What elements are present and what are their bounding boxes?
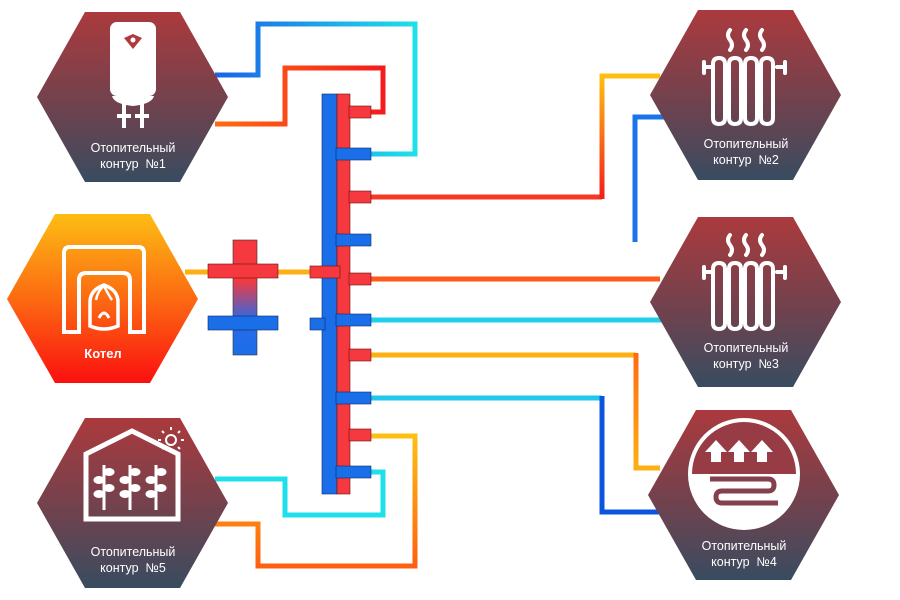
hydraulic-separator [207,239,279,356]
greenhouse-icon [83,428,181,522]
contour5-label-line2: контур №5 [100,561,166,575]
pipe-contour1-return [215,21,418,157]
contour3-label-line2: контур №3 [713,357,779,371]
pipe-contour1-supply [215,65,386,127]
pipe-contour5-return [215,469,386,518]
pipe-contour2-supply-rise [599,73,660,199]
manifold-collector [309,93,372,495]
pipe-contour2-return-rise [632,114,665,242]
contour4-label-line1: Отопительный [701,539,787,553]
boiler-hexagon[interactable] [7,214,198,383]
floor-heating-icon [688,418,800,530]
contour1-label-line1: Отопительный [90,141,176,155]
pipe-contour4-return-drop [599,396,660,515]
contour4-label-line2: контур №4 [711,555,777,569]
contour1-label-line2: контур №1 [100,157,166,171]
contour2-label-line1: Отопительный [703,137,789,151]
boiler-icon [62,245,146,334]
pipe-contour4-supply-drop [633,353,660,471]
pipe-contour5-supply [215,433,418,569]
boiler-label-text: Котел [84,346,122,361]
return-branches [335,147,372,479]
contour2-label-line2: контур №2 [713,153,779,167]
contour5-label-line1: Отопительный [90,545,176,559]
boiler-label: Котел [33,346,173,362]
contour4-label: Отопительный контур №4 [674,538,814,570]
contour2-label: Отопительный контур №2 [676,136,816,168]
supply-branches [348,105,372,442]
radiator-icon [702,233,787,332]
contour5-label: Отопительный контур №5 [63,544,203,576]
sun-icon [158,427,184,453]
contour3-label: Отопительный контур №3 [676,340,816,372]
contour3-label-line1: Отопительный [703,341,789,355]
contour1-label: Отопительный контур №1 [63,140,203,172]
radiator-icon [702,28,787,127]
water-heater-icon [110,22,156,128]
